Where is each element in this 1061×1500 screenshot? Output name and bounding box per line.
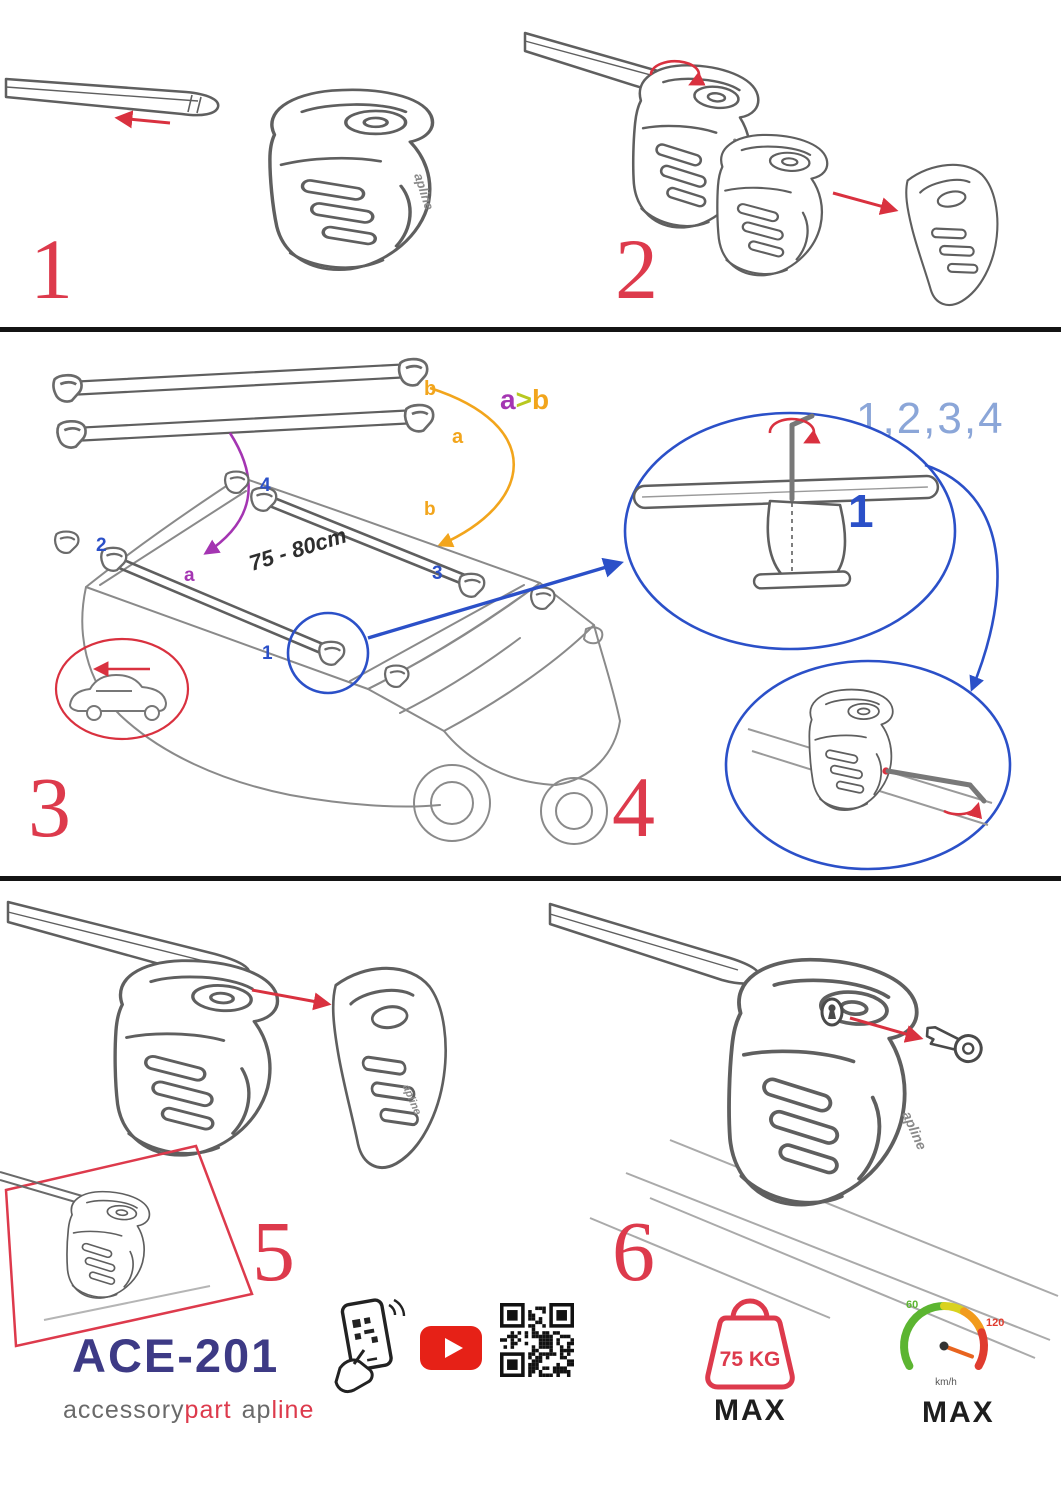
roof-foot-second <box>710 130 831 281</box>
keyhole <box>820 997 844 1027</box>
gauge-high-label: 120 <box>986 1317 1004 1329</box>
brand-word-ap: ap <box>241 1396 272 1424</box>
gauge-low-label: 60 <box>906 1299 918 1311</box>
step-number-1: 1 <box>30 221 73 317</box>
detail-bubble-top-tighten: 1 <box>623 411 957 651</box>
roof-label-2: 2 <box>96 535 107 556</box>
roof-label-4: 4 <box>260 475 271 496</box>
roof-label-1: 1 <box>262 643 273 664</box>
roof-surface-lines <box>589 1139 1059 1359</box>
lock-key-arrow <box>849 1016 924 1043</box>
crossbar-drawing <box>4 77 220 117</box>
roof-foot-drawing: apline <box>268 88 437 272</box>
detail-bubble-side-tighten <box>724 659 1012 871</box>
order-hint-gt: > <box>516 384 532 415</box>
hex-key-horizontal <box>885 768 987 804</box>
scan-qr-phone-icon <box>334 1298 406 1394</box>
rotate-arrow <box>943 802 983 820</box>
order-hint-a: a <box>500 384 516 415</box>
foot-logo: apline <box>899 1109 930 1153</box>
max-weight-label: MAX <box>714 1394 787 1427</box>
bubble-connector-curve <box>924 463 999 692</box>
bar-b-route-arrow <box>429 386 516 548</box>
step-number-6: 6 <box>612 1203 655 1299</box>
mini-car-direction <box>54 637 190 741</box>
roof-label-a: a <box>184 565 195 586</box>
attach-cover-arrow <box>251 988 332 1011</box>
section-divider-1 <box>0 327 1061 332</box>
gauge-unit-label: km/h <box>935 1377 957 1388</box>
foot1-highlight-circle <box>286 611 370 695</box>
detail-pointer-arrow <box>367 557 624 640</box>
key-drawing <box>925 1026 983 1064</box>
finished-assembly-mini <box>0 1171 211 1321</box>
step-number-5: 5 <box>252 1203 295 1299</box>
insert-arrow <box>114 110 171 129</box>
brand-word-part: part <box>184 1396 232 1424</box>
step1-illustration: apline <box>4 77 437 272</box>
max-speed-gauge: 60 120 km/h <box>900 1299 1004 1388</box>
order-hint-b: b <box>532 384 549 415</box>
gauge-needle <box>942 1344 974 1359</box>
installation-overview-illustration: b a a>b 1,2,3,4 <box>51 357 1012 871</box>
car-sketch <box>81 476 621 845</box>
step2-illustration: apline <box>523 31 1016 311</box>
brand-word-accessory: accessory <box>63 1396 185 1424</box>
bar-a-route-arrow <box>203 432 250 555</box>
roof-foot-drawing <box>714 949 924 1217</box>
detail-step-label: 1 <box>848 485 874 537</box>
step-number-2: 2 <box>615 221 658 317</box>
section-divider-2 <box>0 876 1061 881</box>
max-weight-badge: 75 KG <box>705 1298 795 1390</box>
model-number: ACE-201 <box>72 1329 280 1382</box>
packed-crossbars <box>51 357 436 450</box>
step-number-3: 3 <box>28 759 71 855</box>
youtube-icon <box>420 1326 482 1370</box>
order-hint: a>b <box>500 384 549 415</box>
max-speed-label: MAX <box>922 1396 995 1429</box>
rotate-arrow <box>768 417 821 444</box>
mounted-crossbars <box>53 470 556 689</box>
qr-code <box>500 1303 574 1377</box>
roof-foot-drawing <box>105 953 282 1164</box>
attach-cover-arrow <box>832 191 899 215</box>
finished-area-outline <box>4 1144 254 1348</box>
cover-cap-drawing: apline <box>325 959 464 1174</box>
crossbar-drawing <box>548 902 761 985</box>
span-measurement: 75 - 80cm <box>246 523 349 576</box>
tighten-rotate-arrow <box>649 60 706 86</box>
step5-illustration: apline <box>0 900 464 1348</box>
brand-word-line: line <box>271 1396 315 1424</box>
max-weight-value: 75 KG <box>720 1348 781 1371</box>
step6-illustration: apline <box>548 902 1059 1359</box>
step-number-4: 4 <box>612 759 655 855</box>
roof-label-b: b <box>424 499 436 520</box>
cover-cap-drawing <box>899 155 1016 311</box>
roof-label-3: 3 <box>432 563 443 584</box>
stack-label-a: a <box>452 426 464 448</box>
